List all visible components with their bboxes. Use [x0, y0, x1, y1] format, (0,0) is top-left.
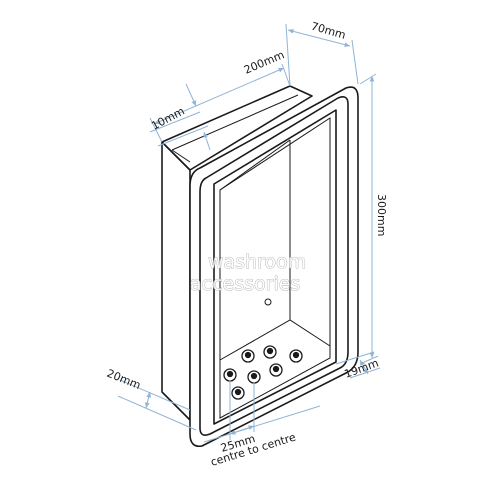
- hole: [269, 363, 283, 377]
- hole: [223, 368, 237, 382]
- box-left-side: [161, 141, 191, 421]
- dim-base-offset-label: 20mm: [105, 367, 143, 392]
- dim-height: 300mm: [359, 73, 388, 365]
- hole: [241, 349, 255, 363]
- watermark-line2: accessories: [190, 273, 300, 295]
- dim-width-label: 200mm: [242, 48, 286, 77]
- frame-opening-inner: [219, 117, 331, 419]
- hole: [289, 349, 303, 363]
- box-top-ridge-end: [171, 149, 191, 163]
- interior-top-edge: [219, 139, 291, 191]
- hole: [263, 345, 277, 359]
- dim-depth-label: 70mm: [310, 20, 348, 42]
- watermark-line1: washroom: [208, 251, 306, 273]
- hole: [231, 386, 245, 400]
- drain-hole: [264, 298, 272, 306]
- dim-height-label: 300mm: [375, 194, 388, 236]
- dim-depth: 70mm: [285, 20, 359, 87]
- dim-flange-label: 10mm: [149, 105, 186, 133]
- watermark: washroom accessories: [190, 251, 307, 296]
- frame-inner-edge: [199, 96, 349, 436]
- hole: [247, 370, 261, 384]
- interior-base: [219, 319, 331, 361]
